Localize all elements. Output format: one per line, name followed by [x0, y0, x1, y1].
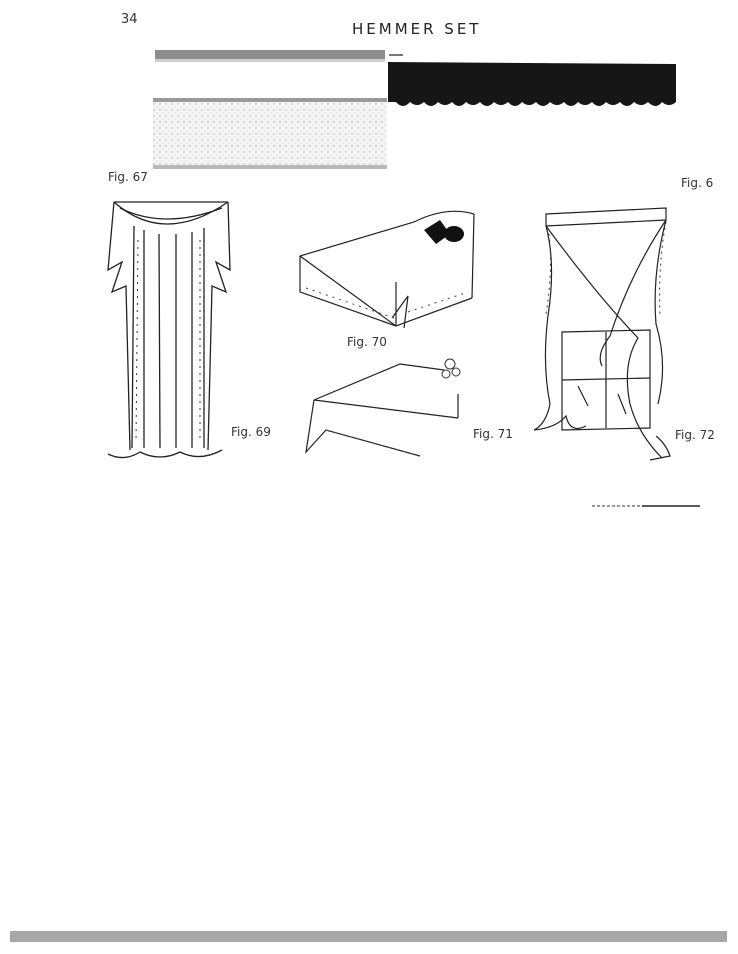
- fig-69-caption: Fig. 69: [231, 425, 271, 439]
- fig-71-illustration: [305, 358, 461, 457]
- fig-70-caption: Fig. 70: [347, 335, 387, 349]
- fig-68-illustration: [388, 54, 676, 106]
- fig-72-illustration: [533, 207, 671, 461]
- fig-72-caption: Fig. 72: [675, 428, 715, 442]
- fig-71-caption: Fig. 71: [473, 427, 513, 441]
- stray-rule: [592, 505, 700, 507]
- fig-67-caption: Fig. 67: [108, 170, 148, 184]
- fig-67-illustration: [153, 50, 387, 169]
- page-title: HEMMER SET: [352, 20, 482, 38]
- fig-69-illustration: [107, 201, 231, 459]
- fig-68-caption: Fig. 6: [681, 176, 714, 190]
- footer-scan-bar: [10, 931, 727, 942]
- page-number: 34: [121, 12, 138, 27]
- fig-70-illustration: [299, 210, 475, 329]
